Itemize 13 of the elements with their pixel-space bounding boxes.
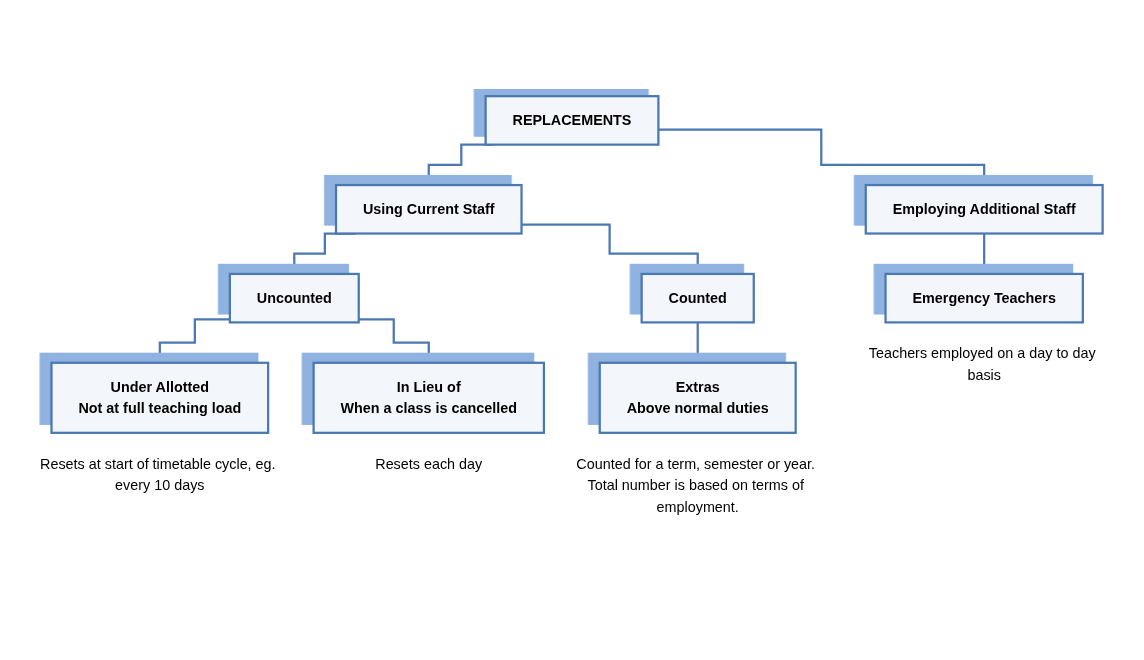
node-box: Employing Additional Staff bbox=[864, 183, 1104, 235]
node-label: Teachers employed on a day to day basis bbox=[868, 345, 1096, 383]
node-box: Under Allotted Not at full teaching load bbox=[50, 361, 270, 434]
node-box: Extras Above normal duties bbox=[598, 361, 797, 434]
node-label: Counted for a term, semester or year. Total number is based on terms of employment. bbox=[576, 455, 816, 515]
node-label: Resets each day bbox=[375, 455, 483, 471]
node-box: Emergency Teachers bbox=[884, 272, 1084, 324]
node-box: Counted bbox=[640, 272, 755, 324]
node-box: REPLACEMENTS bbox=[484, 94, 660, 146]
node-box: Using Current Staff bbox=[334, 183, 523, 235]
node-box: Uncounted bbox=[228, 272, 360, 324]
node-label: Resets at start of timetable cycle, eg. every 10 days bbox=[40, 455, 276, 493]
node-box: In Lieu of When a class is cancelled bbox=[312, 361, 546, 434]
